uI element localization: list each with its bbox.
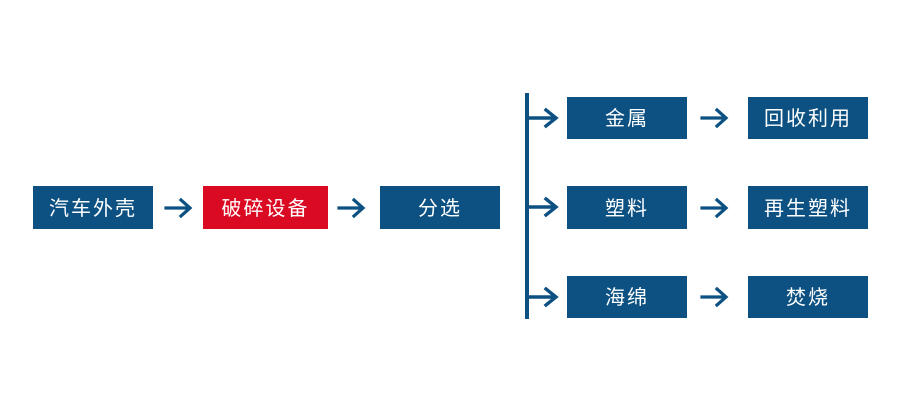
node-incineration[interactable]: 焚烧	[748, 276, 868, 318]
arrow-right-icon	[700, 105, 734, 131]
node-automobile-shell[interactable]: 汽车外壳	[33, 186, 153, 229]
arrow-right-icon	[700, 284, 734, 310]
node-metal[interactable]: 金属	[567, 97, 687, 139]
node-regenerated-plastic[interactable]: 再生塑料	[748, 186, 868, 229]
arrow-right-icon	[337, 195, 371, 221]
node-crushing-equipment[interactable]: 破碎设备	[203, 186, 328, 229]
node-plastic[interactable]: 塑料	[567, 186, 687, 229]
node-sorting[interactable]: 分选	[380, 186, 500, 229]
node-recycling-reuse[interactable]: 回收利用	[748, 97, 868, 139]
branch-split-icon	[500, 90, 572, 325]
arrow-right-icon	[164, 195, 198, 221]
arrow-right-icon	[700, 195, 734, 221]
node-sponge[interactable]: 海绵	[567, 276, 687, 318]
